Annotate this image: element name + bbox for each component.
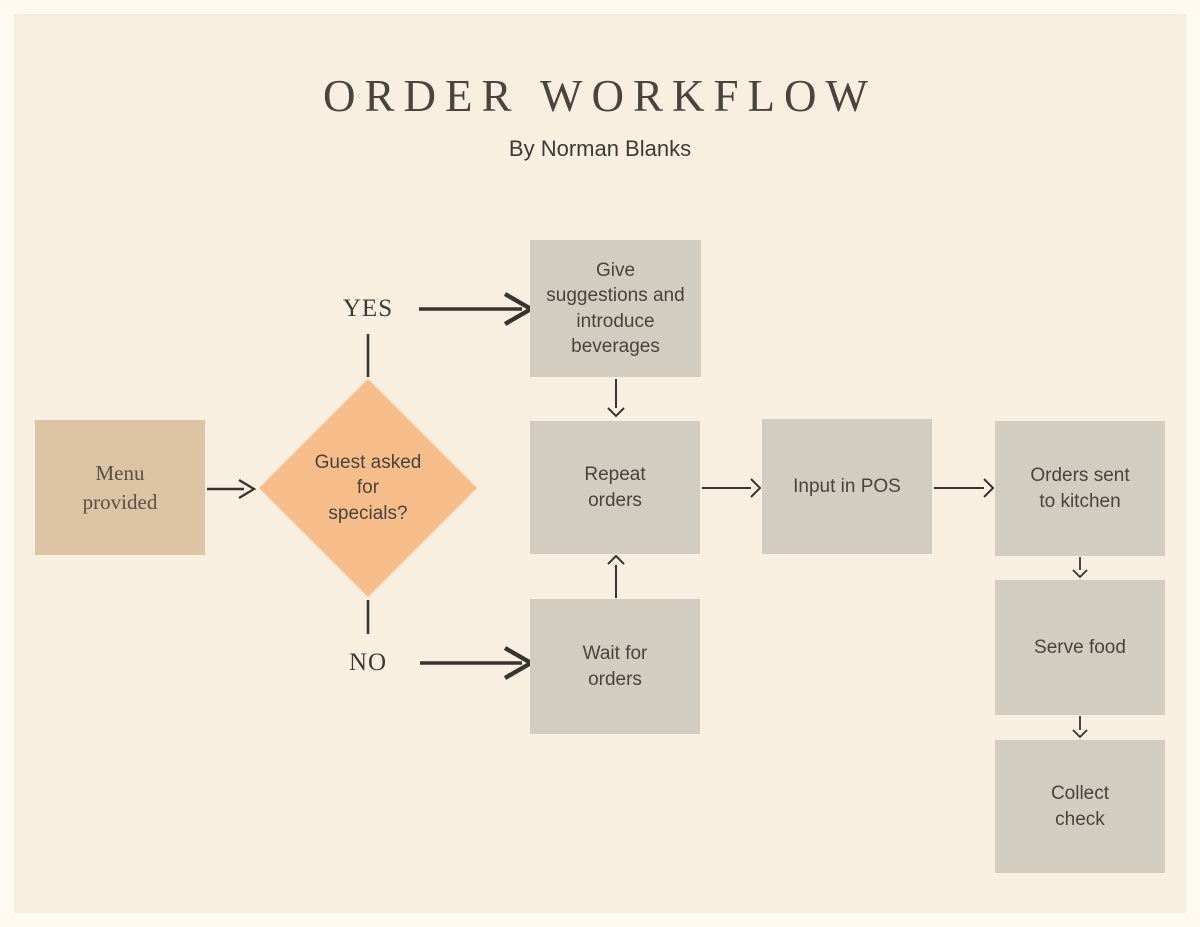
node-repeat-orders: Repeat orders — [530, 421, 700, 554]
node-collect-check-label: Collect check — [1050, 783, 1110, 830]
node-menu-provided: Menu provided — [35, 420, 205, 555]
node-orders-sent-to-kitchen: Orders sent to kitchen — [995, 421, 1165, 556]
branch-label-yes: YES — [342, 295, 394, 322]
node-menu-provided-label: Menu provided — [82, 461, 158, 514]
arrow-no-to-wait — [420, 646, 536, 680]
arrow-repeat-to-input — [702, 478, 762, 498]
node-serve-food-label: Serve food — [1034, 636, 1126, 658]
node-decision: Guest asked for specials? — [283, 433, 453, 543]
arrow-serve-to-collect — [1072, 716, 1088, 739]
node-decision-label: Guest asked for specials? — [314, 452, 422, 524]
node-repeat-orders-label: Repeat orders — [584, 464, 646, 511]
node-collect-check: Collect check — [995, 740, 1165, 873]
arrow-wait-to-repeat — [607, 554, 625, 598]
node-input-in-pos-label: Input in POS — [793, 475, 901, 497]
node-give-suggestions: Give suggestions and introduce beverages — [530, 240, 701, 377]
arrow-give-to-repeat — [607, 379, 625, 418]
page-subtitle: By Norman Blanks — [508, 136, 692, 161]
branch-label-no: NO — [348, 649, 388, 676]
node-serve-food: Serve food — [995, 580, 1165, 715]
node-orders-sent-to-kitchen-label: Orders sent to kitchen — [1030, 465, 1130, 512]
node-input-in-pos: Input in POS — [762, 419, 932, 554]
page-title: ORDER WORKFLOW — [323, 71, 877, 121]
arrow-yes-to-give — [419, 292, 536, 326]
arrow-input-to-kitchen — [934, 478, 995, 498]
node-wait-for-orders-label: Wait for orders — [582, 643, 648, 690]
diagram-canvas: ORDER WORKFLOW By Norman Blanks — [14, 14, 1186, 913]
node-give-suggestions-label: Give suggestions and introduce beverages — [546, 260, 685, 357]
arrow-kitchen-to-serve — [1072, 557, 1088, 579]
node-wait-for-orders: Wait for orders — [530, 599, 700, 734]
arrow-menu-to-decision — [207, 478, 257, 500]
